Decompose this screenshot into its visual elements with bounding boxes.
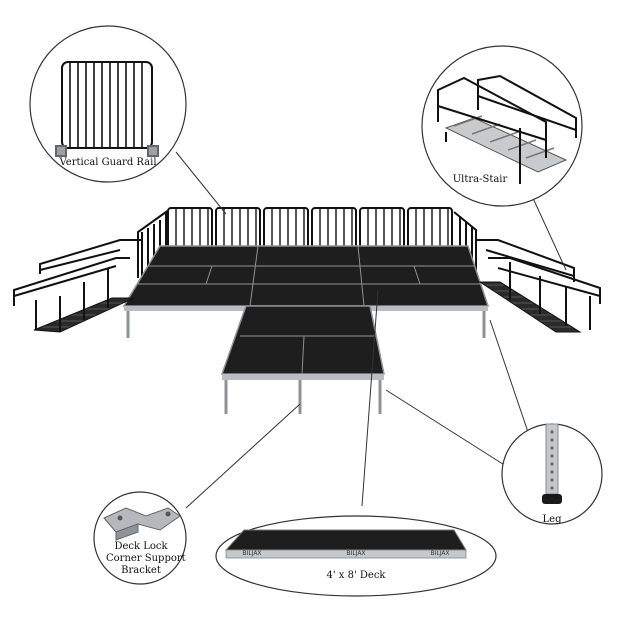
- callout-leg: [501, 423, 603, 525]
- deck-label: 4' x 8' Deck: [326, 570, 386, 581]
- front-legs: [224, 380, 382, 414]
- leg-label: Leg: [542, 514, 562, 525]
- deck-badge-left: BILJAX: [242, 550, 262, 557]
- callout-deck: [215, 515, 497, 597]
- bracket-label-line2: Corner Support: [106, 553, 186, 564]
- guard-rail-label: Vertical Guard Rail: [59, 157, 157, 168]
- front-thrust-deck: [220, 305, 385, 380]
- callout-guard-rail: [29, 25, 187, 183]
- upper-deck: [122, 245, 490, 311]
- bracket-label-line1: Deck Lock: [114, 541, 168, 552]
- stair-label: Ultra-Stair: [452, 174, 508, 185]
- stage-assembly: [13, 207, 601, 414]
- deck-icon: [224, 529, 467, 559]
- bracket-label-line3: Bracket: [121, 565, 161, 576]
- upper-legs: [126, 311, 486, 338]
- callout-bracket: [93, 491, 187, 585]
- deck-badge-center: BILJAX: [346, 550, 366, 557]
- bracket-label: Deck Lock Corner Support Bracket: [106, 541, 186, 577]
- leg-icon: [542, 423, 562, 504]
- leader-lines: [175, 151, 567, 509]
- guard-rail-icon: [55, 61, 159, 157]
- bracket-icon: [103, 507, 181, 541]
- right-stair: [476, 239, 601, 333]
- callout-stair: [421, 45, 583, 207]
- stair-icon: [437, 74, 577, 184]
- left-stair: [13, 239, 142, 333]
- deck-badge-right: BILJAX: [430, 550, 450, 557]
